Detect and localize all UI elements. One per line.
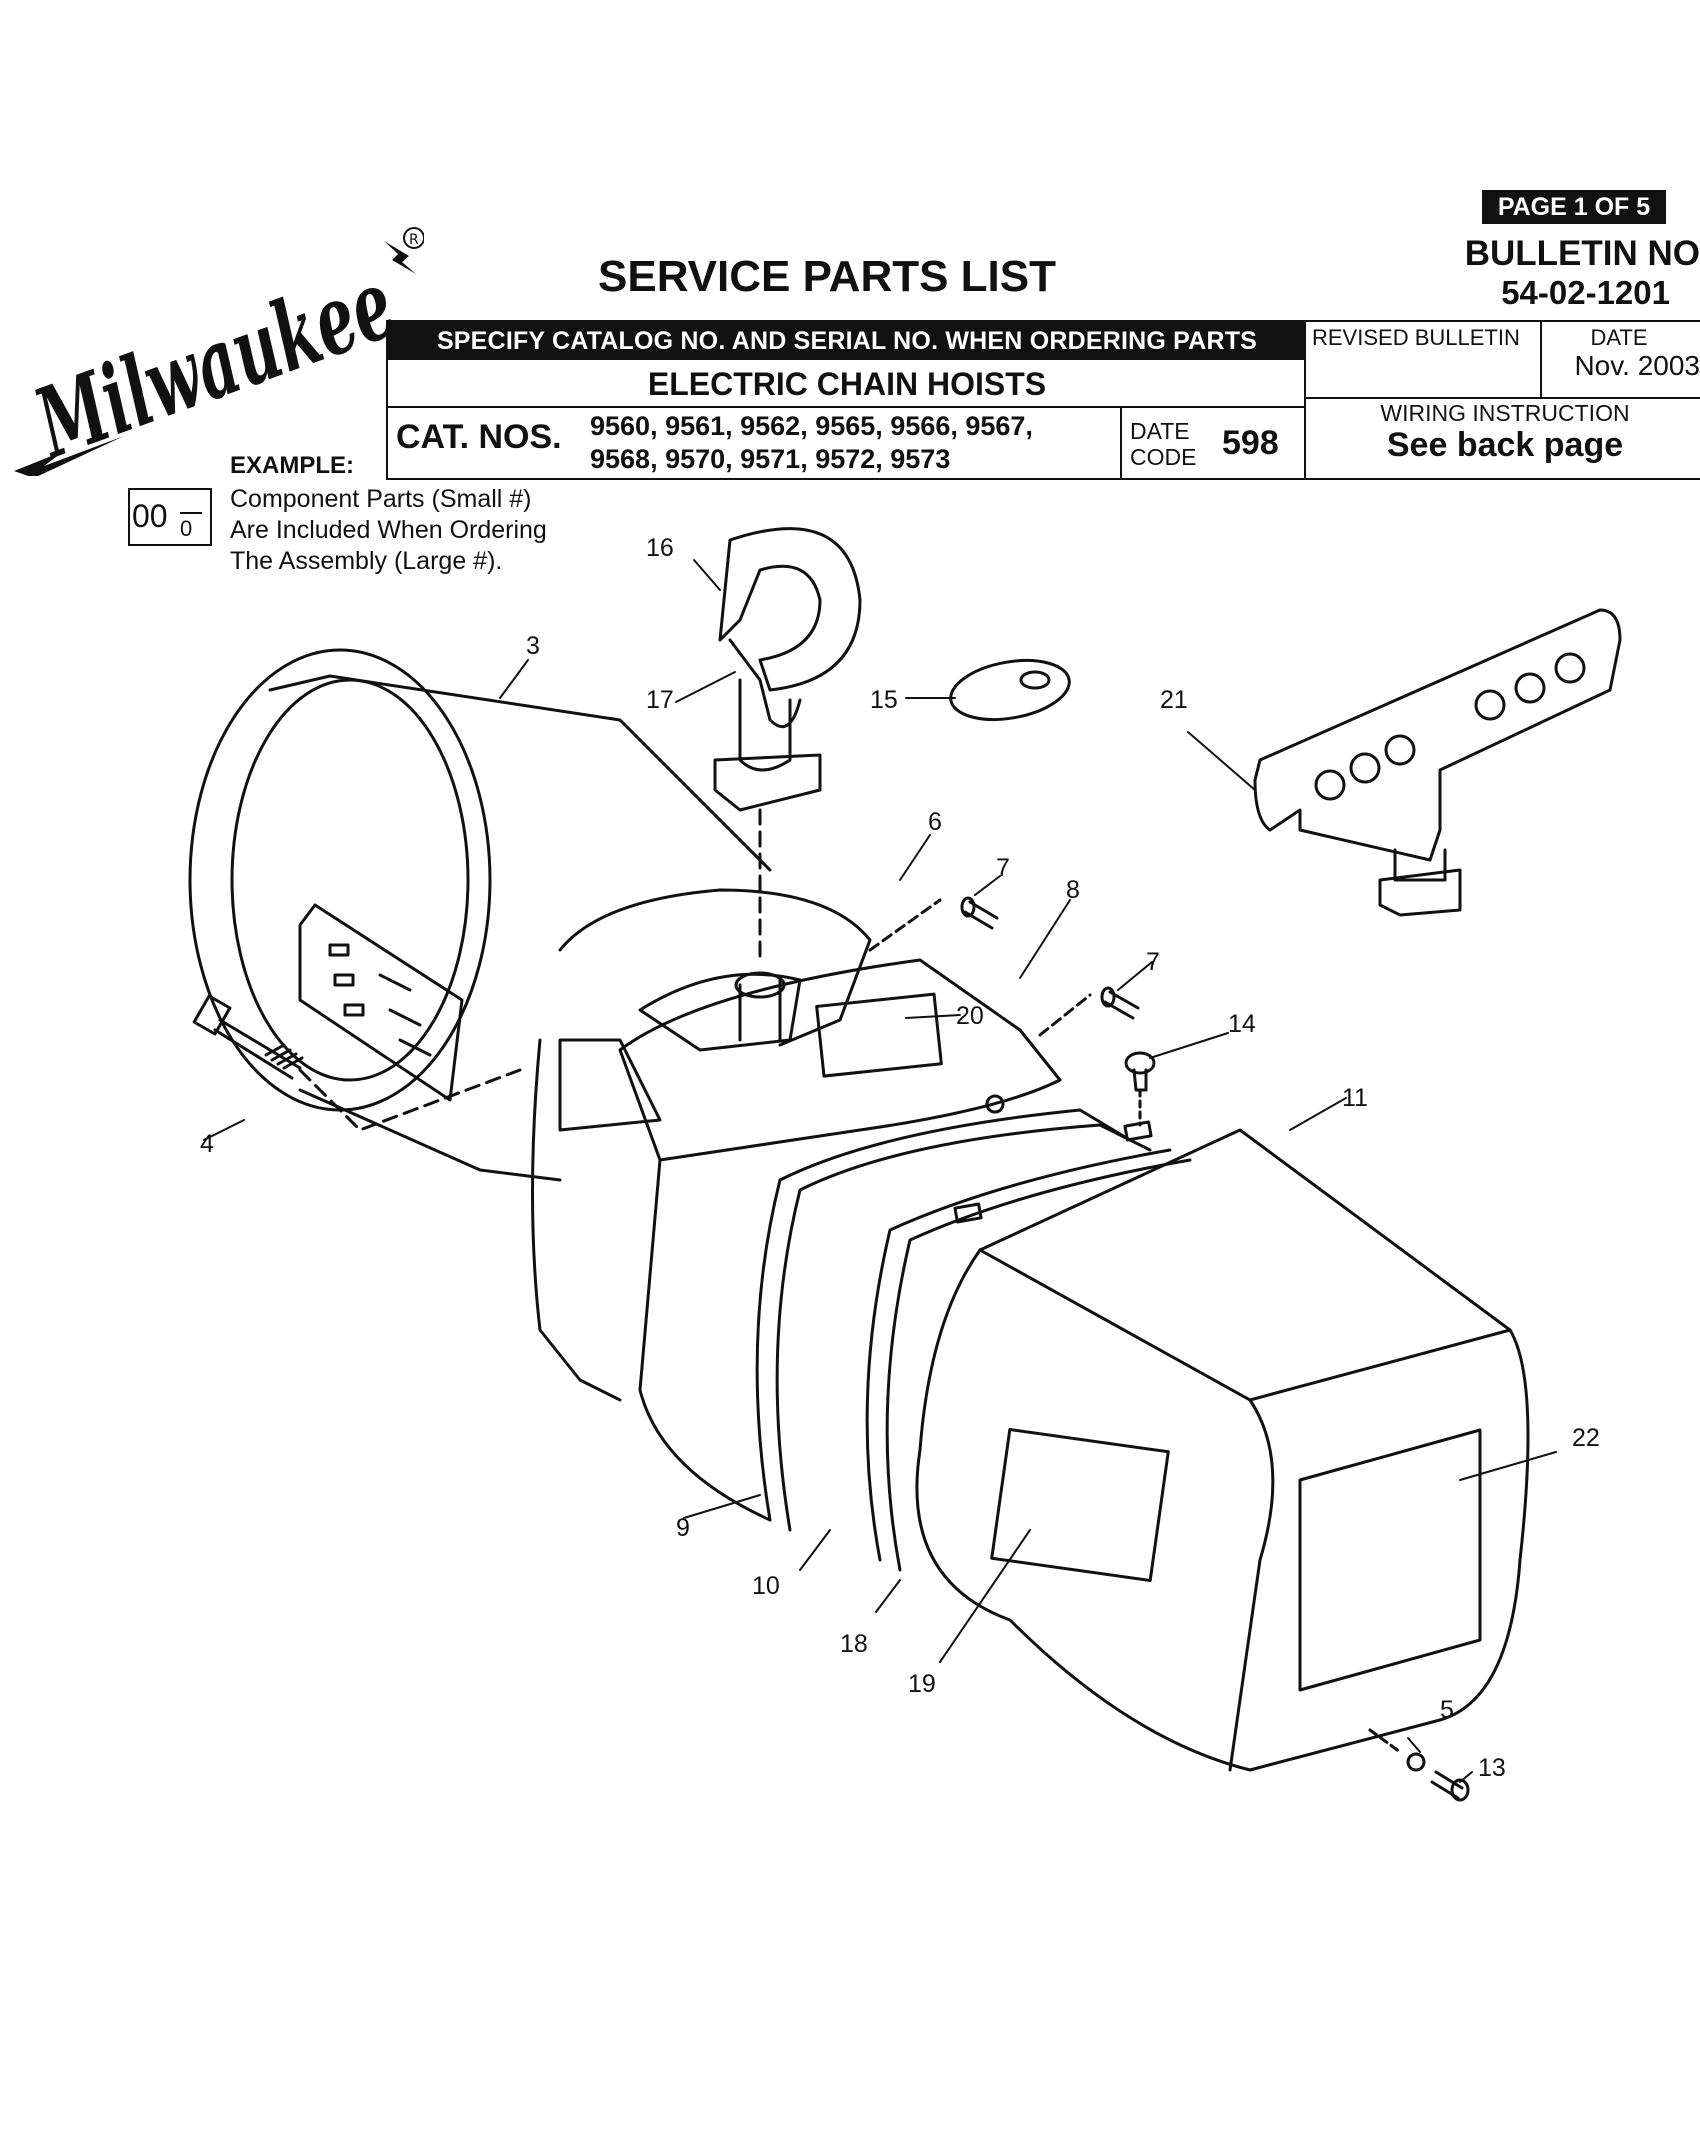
callout-6: 6 xyxy=(928,808,942,836)
callout-3: 3 xyxy=(526,632,540,660)
wiring-value: See back page xyxy=(1386,426,1624,464)
gear-housing-part xyxy=(531,888,872,1402)
callout-20: 20 xyxy=(956,1002,984,1030)
cat-nos-list: 9560, 9561, 9562, 9565, 9566, 9567, 9568… xyxy=(590,410,1110,476)
svg-text:R: R xyxy=(409,232,419,248)
motor-part xyxy=(188,648,772,1182)
example-text: Component Parts (Small #) Are Included W… xyxy=(230,485,547,575)
callout-15: 15 xyxy=(870,686,898,714)
divider xyxy=(1540,320,1542,398)
date-code-value: 598 xyxy=(1222,424,1279,462)
cat-nos-line: 9560, 9561, 9562, 9565, 9566, 9567, xyxy=(590,411,1033,441)
callout-18: 18 xyxy=(840,1630,868,1658)
example-line xyxy=(180,512,202,514)
callout-14: 14 xyxy=(1228,1010,1256,1038)
washer-part xyxy=(949,659,1071,721)
divider xyxy=(1120,406,1122,480)
callout-10: 10 xyxy=(752,1572,780,1600)
callout-17: 17 xyxy=(646,686,674,714)
callout-8: 8 xyxy=(1066,876,1080,904)
callout-5: 5 xyxy=(1440,1696,1454,1724)
date-value: Nov. 2003 xyxy=(1574,350,1700,381)
product-name: ELECTRIC CHAIN HOISTS xyxy=(388,362,1306,408)
revised-bulletin-label: REVISED BULLETIN xyxy=(1312,325,1520,350)
page-title: SERVICE PARTS LIST xyxy=(598,252,1057,301)
example-small-number: 0 xyxy=(180,516,193,541)
example-title: EXAMPLE: xyxy=(230,452,355,479)
hook-part xyxy=(713,527,862,962)
callout-16: 16 xyxy=(646,534,674,562)
example-box xyxy=(128,488,212,546)
callout-9: 9 xyxy=(676,1514,690,1542)
callout-21: 21 xyxy=(1160,686,1188,714)
page-badge: PAGE 1 OF 5 xyxy=(1482,190,1666,224)
cat-nos-line: 9568, 9570, 9571, 9572, 9573 xyxy=(590,444,951,474)
bulletin-label: BULLETIN NO xyxy=(1464,234,1700,273)
screw-part xyxy=(1124,1051,1156,1127)
gasket-parts xyxy=(755,1108,1192,1572)
bulletin-number: 54-02-1201 xyxy=(1501,274,1670,311)
specify-notice: SPECIFY CATALOG NO. AND SERIAL NO. WHEN … xyxy=(388,322,1306,360)
callout-labels: 3 4 5 6 7 7 8 9 10 11 13 14 15 16 17 18 … xyxy=(200,534,1600,1782)
callout-11: 11 xyxy=(1342,1084,1368,1112)
gear-case-part xyxy=(618,958,1062,1522)
leader-lines xyxy=(203,559,1557,1783)
example-large-number: 00 xyxy=(132,498,168,534)
callout-4: 4 xyxy=(200,1130,214,1158)
info-box xyxy=(386,320,1700,480)
wiring-label: WIRING INSTRUCTION xyxy=(1380,400,1630,426)
callout-7: 7 xyxy=(1146,948,1160,976)
callout-19: 19 xyxy=(908,1670,936,1698)
cat-nos-label: CAT. NOS. xyxy=(396,418,562,456)
callout-7: 7 xyxy=(996,854,1010,882)
suspension-bar-part xyxy=(1253,608,1622,917)
date-label: DATE xyxy=(1590,325,1648,350)
divider xyxy=(1304,397,1700,399)
callout-22: 22 xyxy=(1572,1424,1600,1452)
pin-parts xyxy=(868,896,1140,1037)
bolt-part xyxy=(192,994,522,1132)
end-cover-part xyxy=(915,1128,1530,1772)
divider xyxy=(1304,320,1306,480)
date-code-label: DATE CODE xyxy=(1130,418,1197,470)
callout-13: 13 xyxy=(1478,1754,1506,1782)
end-screw-part xyxy=(1368,1728,1470,1802)
milwaukee-logo: Milwaukee R xyxy=(14,227,424,476)
